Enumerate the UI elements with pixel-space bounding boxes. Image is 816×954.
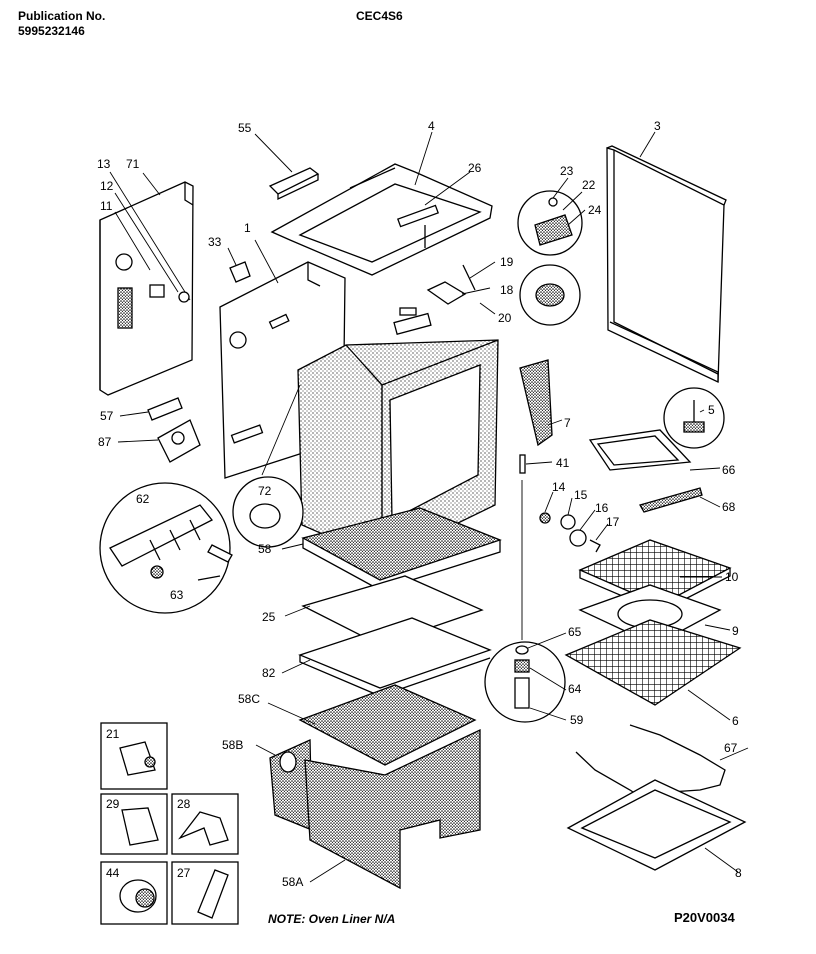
part-41 — [519, 454, 553, 474]
label-62: 62 — [136, 492, 150, 506]
publication-label: Publication No. — [18, 9, 106, 23]
parts-14-17-light — [539, 491, 609, 553]
part-7-element — [519, 359, 563, 447]
label-29: 29 — [106, 797, 120, 811]
label-87: 87 — [98, 435, 112, 449]
part-6-oven-rack — [564, 619, 742, 721]
label-23: 23 — [560, 164, 574, 178]
part-66-element — [588, 429, 721, 471]
label-58: 58 — [258, 542, 272, 556]
label-3: 3 — [654, 119, 661, 133]
label-6: 6 — [732, 714, 739, 728]
label-21: 21 — [106, 727, 120, 741]
label-8: 8 — [735, 866, 742, 880]
detail-circle-59-64-65 — [484, 480, 567, 723]
label-22: 22 — [582, 178, 596, 192]
label-33: 33 — [208, 235, 222, 249]
label-63: 63 — [170, 588, 184, 602]
label-71: 71 — [126, 157, 140, 171]
label-27: 27 — [177, 866, 191, 880]
label-64: 64 — [568, 682, 582, 696]
label-26: 26 — [468, 161, 482, 175]
label-17: 17 — [606, 515, 620, 529]
label-25: 25 — [262, 610, 276, 624]
detail-circle-knob — [519, 264, 581, 326]
part-5-leveler — [663, 387, 725, 449]
part-71-side-panel — [99, 172, 194, 396]
detail-circle-72 — [232, 384, 304, 548]
inset-box-28 — [171, 793, 239, 855]
part-68 — [639, 487, 721, 513]
label-9: 9 — [732, 624, 739, 638]
label-55: 55 — [238, 121, 252, 135]
label-67: 67 — [724, 741, 738, 755]
footer-note: NOTE: Oven Liner N/A — [268, 912, 396, 926]
label-28: 28 — [177, 797, 191, 811]
label-5: 5 — [708, 403, 715, 417]
label-12: 12 — [100, 179, 114, 193]
label-16: 16 — [595, 501, 609, 515]
label-19: 19 — [500, 255, 514, 269]
part-58B-58A-insulation — [255, 728, 481, 890]
label-58A: 58A — [282, 875, 303, 889]
label-44: 44 — [106, 866, 120, 880]
part-8-drawer-pan — [566, 779, 747, 873]
label-57: 57 — [100, 409, 114, 423]
label-15: 15 — [574, 488, 588, 502]
part-33-clip — [227, 247, 251, 283]
label-58B: 58B — [222, 738, 243, 752]
part-82-panel — [281, 617, 492, 697]
inset-box-27 — [171, 861, 239, 925]
label-59: 59 — [570, 713, 584, 727]
label-1: 1 — [244, 221, 251, 235]
detail-circle-62-63 — [99, 482, 233, 614]
label-66: 66 — [722, 463, 736, 477]
inset-box-21 — [100, 722, 168, 790]
part-55-bracket — [254, 133, 320, 201]
label-82: 82 — [262, 666, 276, 680]
label-58C: 58C — [238, 692, 260, 706]
label-7: 7 — [564, 416, 571, 430]
publication-number: 5995232146 — [18, 24, 85, 38]
drawing-code: P20V0034 — [674, 910, 735, 925]
parts-18-19-20 — [393, 261, 496, 335]
parts-11-12-13-leads — [109, 171, 191, 303]
oven-cavity — [297, 339, 499, 561]
label-68: 68 — [722, 500, 736, 514]
detail-circle-23-22-24 — [517, 177, 586, 256]
label-13: 13 — [97, 157, 111, 171]
inset-box-44 — [100, 861, 168, 925]
label-41: 41 — [556, 456, 570, 470]
label-4: 4 — [428, 119, 435, 133]
label-14: 14 — [552, 480, 566, 494]
part-58C-cover — [267, 684, 477, 766]
label-72: 72 — [258, 484, 272, 498]
label-18: 18 — [500, 283, 514, 297]
model-number: CEC4S6 — [356, 9, 403, 23]
label-10: 10 — [725, 570, 739, 584]
part-25-panel — [284, 575, 484, 646]
inset-box-29 — [100, 793, 168, 855]
label-65: 65 — [568, 625, 582, 639]
part-4-top-panel — [270, 131, 493, 276]
label-11: 11 — [100, 199, 113, 213]
part-3-panel — [606, 131, 727, 384]
part-57-87-brackets — [117, 397, 201, 463]
label-20: 20 — [498, 311, 512, 325]
label-24: 24 — [588, 203, 602, 217]
